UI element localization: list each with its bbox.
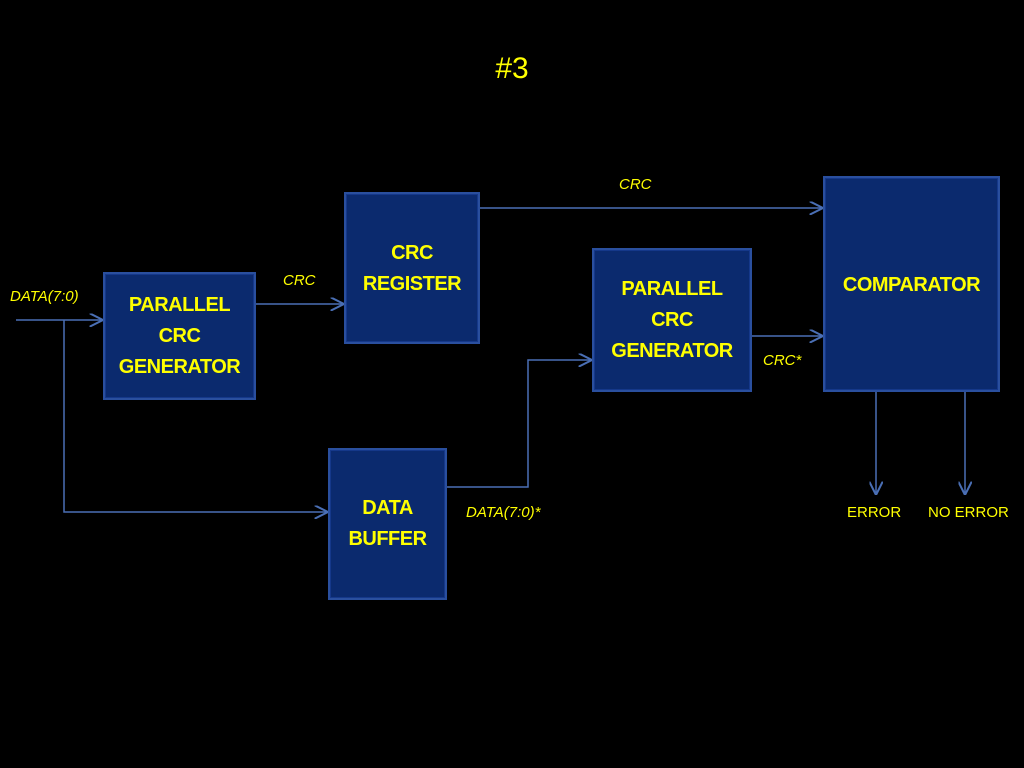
- comparator-label: COMPARATOR: [842, 274, 981, 296]
- data-buffer-label: DATA BUFFER: [348, 497, 427, 550]
- wire-data-to-buffer: [63, 320, 328, 512]
- parallel-crc-generator-2-label: PARALLEL CRC GENERATOR: [611, 277, 733, 362]
- signal-label-data-in: DATA(7:0): [10, 288, 79, 305]
- signal-label-crc-1: CRC: [283, 272, 316, 289]
- parallel-crc-generator-1-label: PARALLEL CRC GENERATOR: [118, 293, 241, 378]
- output-label-no-error: NO ERROR: [928, 504, 1009, 521]
- signal-label-crc-top: CRC: [619, 176, 652, 193]
- parallel-crc-generator-2: PARALLEL CRC GENERATOR: [592, 248, 752, 392]
- signal-label-data-star: DATA(7:0)*: [466, 504, 541, 521]
- wire-buffer-to-generator: [447, 360, 592, 488]
- crc-register: CRC REGISTER: [344, 192, 480, 344]
- data-buffer: DATA BUFFER: [328, 448, 447, 600]
- crc-register-label: CRC REGISTER: [362, 242, 462, 295]
- signal-label-crc-star: CRC*: [763, 352, 802, 369]
- output-label-error: ERROR: [847, 504, 902, 521]
- parallel-crc-generator-1: PARALLEL CRC GENERATOR: [103, 272, 256, 400]
- diagram-title: #3: [495, 52, 529, 85]
- comparator: COMPARATOR: [823, 176, 1000, 392]
